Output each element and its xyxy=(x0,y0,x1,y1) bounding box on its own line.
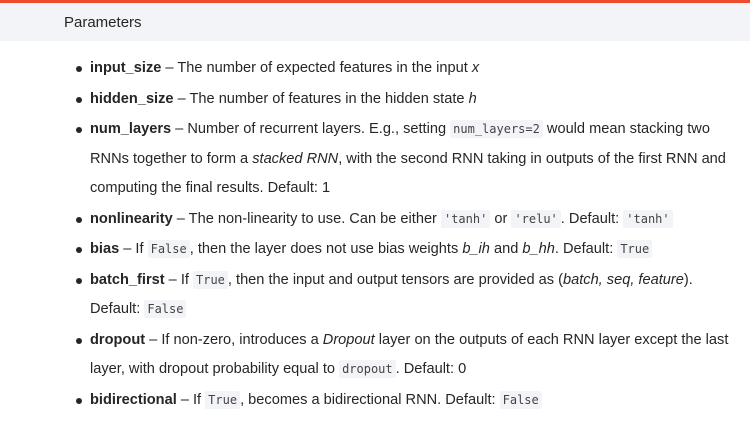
emphasis-text: stacked RNN xyxy=(252,150,339,167)
description-text: – The number of expected features in the… xyxy=(161,60,472,76)
section-title: Parameters xyxy=(64,14,142,31)
inline-code: 'tanh' xyxy=(440,209,491,228)
description-text: . Default: xyxy=(560,210,624,227)
description-text: . Default: xyxy=(554,241,618,257)
accent-bar xyxy=(0,0,750,3)
parameters-header: Parameters xyxy=(0,3,750,41)
param-item-num-layers: num_layers – Number of recurrent layers.… xyxy=(76,115,744,204)
description-text: – If xyxy=(119,241,148,257)
description-text: and xyxy=(489,241,523,257)
inline-code: 'relu' xyxy=(511,209,561,228)
inline-code: True xyxy=(193,270,228,289)
param-name: input_size xyxy=(90,60,162,76)
description-text: – If xyxy=(164,271,193,288)
description-text: , becomes a bidirectional RNN. Default: xyxy=(240,391,500,408)
description-text: – If xyxy=(176,391,206,408)
emphasis-text: batch, seq, feature xyxy=(562,271,684,288)
param-name: hidden_size xyxy=(90,90,174,107)
description-text: , with the second RNN taking in outputs … xyxy=(90,150,726,197)
emphasis-text: Dropout xyxy=(322,331,375,348)
emphasis-text: h xyxy=(468,90,477,107)
emphasis-text: b_ih xyxy=(462,241,490,257)
inline-code: num_layers=2 xyxy=(450,120,543,138)
param-item-nonlinearity: nonlinearity – The non-linearity to use.… xyxy=(76,205,744,235)
param-item-dropout: dropout – If non-zero, introduces a Drop… xyxy=(76,326,744,385)
inline-code: False xyxy=(499,390,542,409)
param-item-hidden-size: hidden_size – The number of features in … xyxy=(76,85,744,115)
description-text: – The non-linearity to use. Can be eithe… xyxy=(172,210,441,227)
inline-code: True xyxy=(617,240,653,258)
description-text: – If non-zero, introduces a xyxy=(145,331,323,348)
param-name: bidirectional xyxy=(90,391,177,408)
param-name: dropout xyxy=(90,331,146,348)
param-item-bidirectional: bidirectional – If True, becomes a bidir… xyxy=(76,386,744,416)
description-text: . Default: 0 xyxy=(395,361,467,377)
inline-code: False xyxy=(147,240,190,258)
description-text: – The number of features in the hidden s… xyxy=(173,90,469,107)
description-text: – Number of recurrent layers. E.g., sett… xyxy=(171,121,451,137)
param-name: nonlinearity xyxy=(90,210,173,227)
inline-code: False xyxy=(144,300,187,318)
param-name: num_layers xyxy=(90,121,172,137)
param-item-bias: bias – If False, then the layer does not… xyxy=(76,235,744,265)
description-text: would mean stacking two RNNs together to… xyxy=(90,121,710,167)
emphasis-text: x xyxy=(471,60,480,76)
description-text: , then the layer does not use bias weigh… xyxy=(189,241,463,257)
description-text: or xyxy=(490,210,512,227)
parameter-list: input_size – The number of expected feat… xyxy=(76,54,744,416)
description-text: , then the input and output tensors are … xyxy=(227,271,563,288)
param-item-input-size: input_size – The number of expected feat… xyxy=(76,54,744,84)
inline-code: dropout xyxy=(339,360,396,378)
emphasis-text: b_hh xyxy=(522,241,555,257)
description-text: layer on the outputs of each RNN layer e… xyxy=(90,331,729,378)
param-name: bias xyxy=(90,241,120,257)
param-name: batch_first xyxy=(90,271,165,288)
inline-code: 'tanh' xyxy=(623,209,673,228)
inline-code: True xyxy=(205,390,241,409)
description-text: ). Default: xyxy=(90,271,693,318)
param-item-batch-first: batch_first – If True, then the input an… xyxy=(76,266,744,325)
